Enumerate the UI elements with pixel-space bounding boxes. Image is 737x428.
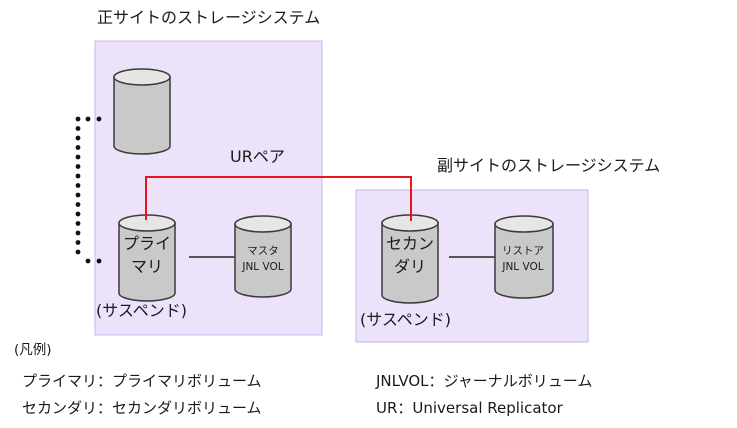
connection-dot — [75, 192, 81, 198]
secondary-site-title: 副サイトのストレージシステム — [437, 156, 661, 175]
primary-status: (サスペンド) — [96, 301, 188, 320]
primary-volume-label-1: プライ — [122, 234, 171, 253]
master-journal-label-2: JNL VOL — [242, 261, 284, 273]
connection-dot — [96, 258, 102, 264]
legend-item-jnlvol: JNLVOL：ジャーナルボリューム — [376, 372, 593, 390]
secondary-volume-label-2: ダリ — [393, 257, 426, 276]
connection-dot — [75, 240, 81, 245]
connection-dot — [75, 183, 81, 188]
restore-journal-cylinder — [494, 215, 554, 299]
connection-dot — [75, 221, 81, 226]
connection-dot — [75, 126, 81, 131]
secondary-volume-label-1: セカン — [385, 234, 434, 253]
legend-item-ur: UR：Universal Replicator — [376, 399, 563, 417]
secondary-status: (サスペンド) — [360, 310, 452, 329]
ur-pair-label: URペア — [230, 147, 285, 166]
primary-volume-label-2: マリ — [130, 257, 163, 276]
connection-dot — [75, 249, 81, 255]
master-journal-cylinder — [234, 215, 292, 298]
master-journal-label-1: マスタ — [247, 245, 279, 257]
connection-dot — [75, 135, 81, 141]
connection-dot — [85, 258, 91, 264]
connection-dot — [75, 211, 81, 217]
connection-dot — [75, 202, 81, 207]
connection-dot — [96, 116, 102, 122]
connection-dot — [75, 230, 81, 236]
restore-journal-label-2: JNL VOL — [502, 261, 544, 273]
host-connection-dots — [75, 116, 102, 264]
restore-journal-label-1: リストア — [502, 245, 544, 257]
legend-item-primary: プライマリ：プライマリボリューム — [22, 372, 262, 390]
legend-heading: (凡例) — [14, 342, 52, 358]
ur-pair-line — [145, 176, 412, 221]
connection-dot — [75, 173, 81, 179]
connection-dot — [75, 164, 81, 169]
connection-dot — [75, 154, 81, 160]
connection-dot — [85, 116, 91, 122]
host-volume-cylinder — [113, 68, 171, 155]
primary-volume-cylinder — [118, 214, 176, 302]
connection-dot — [75, 116, 81, 122]
secondary-volume-cylinder — [381, 214, 439, 304]
legend-item-secondary: セカンダリ：セカンダリボリューム — [22, 399, 262, 417]
primary-site-title: 正サイトのストレージシステム — [97, 8, 321, 27]
connection-dot — [75, 145, 81, 150]
